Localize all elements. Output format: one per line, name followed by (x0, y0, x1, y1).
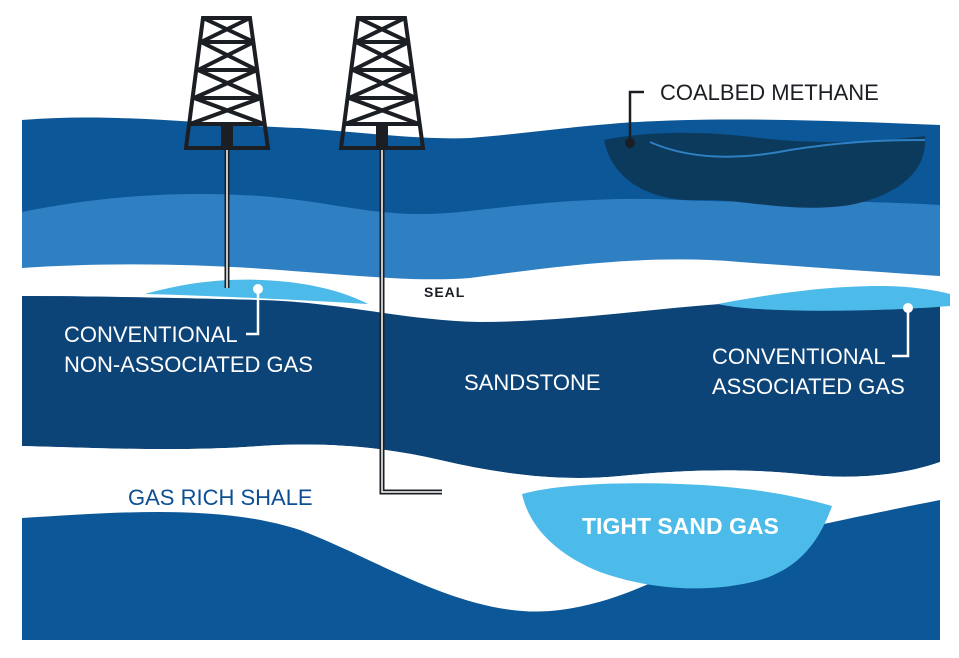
coalbed-methane-label: COALBED METHANE (660, 80, 879, 105)
non-associated-leader (246, 290, 260, 336)
sandstone-label: SANDSTONE (464, 370, 601, 395)
tight-sand-gas-label: TIGHT SAND GAS (582, 513, 779, 539)
associated-leader (892, 310, 910, 358)
associated-label-line2: ASSOCIATED GAS (712, 374, 905, 399)
seal-label: SEAL (424, 284, 465, 300)
tight-sand-gas-pocket (522, 483, 832, 589)
coalbed-methane-seam (604, 132, 926, 208)
associated-marker (903, 303, 913, 313)
non-associated-marker (253, 284, 263, 294)
coalbed-methane-leader (628, 90, 644, 142)
non-associated-label-line2: NON-ASSOCIATED GAS (64, 352, 313, 377)
seal-band (22, 259, 940, 322)
gas-rich-shale-label: GAS RICH SHALE (128, 485, 313, 510)
deep-rock-layer (22, 500, 940, 640)
associated-label-line1: CONVENTIONAL (712, 344, 886, 369)
coal-seam-inner-line (649, 139, 926, 158)
associated-gas-pocket (718, 286, 950, 311)
non-associated-label-line1: CONVENTIONAL (64, 322, 238, 347)
drilling-rig-icon (183, 16, 271, 288)
drilling-rig-icon (338, 16, 442, 495)
sandstone-layer (22, 296, 940, 479)
coalbed-methane-marker (625, 138, 635, 148)
